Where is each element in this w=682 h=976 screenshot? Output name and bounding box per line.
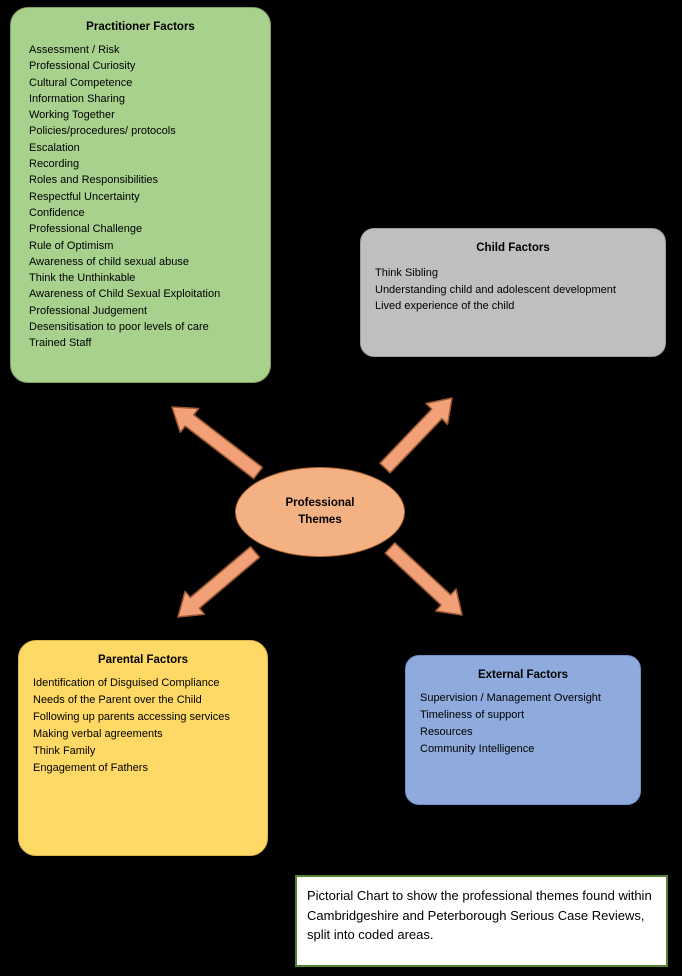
factor-item: Professional Judgement (29, 304, 148, 317)
factor-item: Escalation (29, 141, 80, 154)
factor-item: Cultural Competence (29, 76, 133, 89)
factor-item: Desensitisation to poor levels of care (29, 321, 209, 334)
factor-item: Awareness of Child Sexual Exploitation (29, 288, 221, 301)
parental-factors-title: Parental Factors (97, 654, 189, 666)
factor-item: Supervision / Management Oversight (420, 692, 601, 704)
arrow-bottom-right-icon (384, 542, 463, 616)
factor-item: Policies/procedures/ protocols (29, 125, 176, 138)
factor-item: Awareness of child sexual abuse (29, 255, 190, 268)
factor-item: Roles and Responsibilities (29, 174, 159, 187)
arrow-top-right-icon (379, 397, 453, 474)
factor-item: Lived experience of the child (375, 300, 515, 312)
factor-item: Think Sibling (375, 267, 438, 279)
factor-item: Professional Curiosity (29, 60, 136, 73)
factor-item: Following up parents accessing services (33, 711, 230, 723)
external-factors-box: External Factors Supervision / Managemen… (405, 655, 641, 805)
factor-item: Engagement of Fathers (33, 762, 148, 774)
factor-item: Confidence (29, 206, 85, 219)
factor-item: Rule of Optimism (29, 239, 114, 252)
factor-item: Making verbal agreements (33, 728, 163, 740)
factor-item: Working Together (29, 109, 115, 122)
factor-item: Respectful Uncertainty (29, 190, 140, 203)
practitioner-factors-title: Practitioner Factors (86, 21, 195, 33)
factor-item: Identification of Disguised Compliance (33, 677, 220, 689)
factor-item: Needs of the Parent over the Child (33, 694, 202, 706)
factor-item: Information Sharing (29, 92, 125, 105)
child-factors-title: Child Factors (476, 242, 550, 254)
factor-item: Assessment / Risk (29, 44, 120, 56)
factor-item: Professional Challenge (29, 223, 143, 236)
caption-box: Pictorial Chart to show the professional… (295, 875, 668, 967)
parental-factors-box: Parental Factors Identification of Disgu… (18, 640, 268, 856)
factor-item: Resources (420, 726, 473, 738)
factor-item: Timeliness of support (420, 709, 525, 721)
arrow-bottom-left-icon (177, 545, 261, 618)
factor-item: Think the Unthinkable (29, 272, 136, 285)
arrow-top-left-icon (171, 406, 264, 480)
factor-item: Trained Staff (29, 337, 92, 350)
factor-item: Think Family (33, 745, 96, 757)
caption-text: Pictorial Chart to show the professional… (307, 888, 652, 942)
external-factors-title: External Factors (477, 669, 569, 681)
factor-item: Community Intelligence (420, 743, 535, 755)
professional-themes-ellipse: Professional Themes (235, 467, 405, 557)
factor-item: Recording (29, 158, 80, 171)
center-title-line2: Themes (298, 514, 342, 526)
center-title-line1: Professional (285, 497, 355, 509)
factor-item: Understanding child and adolescent devel… (375, 283, 616, 296)
